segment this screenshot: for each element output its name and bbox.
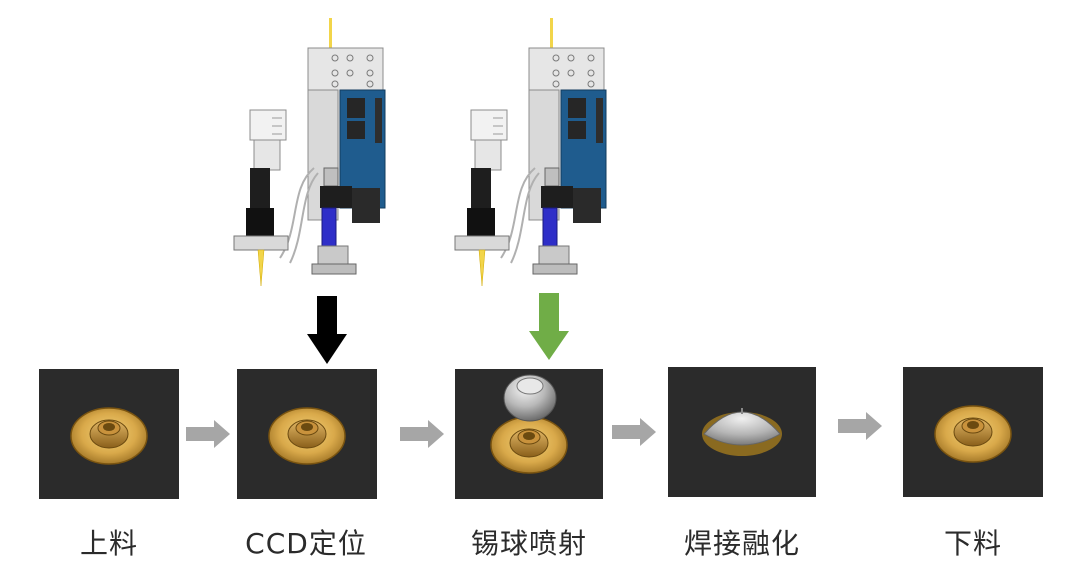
right-arrow-icon: [612, 418, 656, 446]
step-panel-melt: [668, 367, 816, 497]
laser-solder-head-1: [233, 17, 386, 287]
step-panel-ccd: [237, 369, 377, 499]
step-label-unloading: 下料: [943, 527, 1003, 560]
step-label-ccd: CCD定位: [245, 527, 367, 560]
laser-solder-head-2: [454, 17, 607, 287]
step-panel-loading: [39, 369, 179, 499]
step-label-melt: 焊接融化: [683, 527, 801, 560]
solder-ball-icon: [503, 374, 557, 422]
right-arrow-icon: [838, 412, 882, 440]
right-arrow-icon: [400, 420, 444, 448]
step-panel-unloading: [903, 367, 1043, 497]
step-panel-jet: [455, 369, 603, 499]
down-arrow-icon: [307, 296, 347, 364]
down-arrow-icon: [529, 293, 569, 360]
solder-dome-icon: [702, 408, 782, 456]
step-label-jet: 锡球喷射: [470, 527, 588, 560]
step-label-loading: 上料: [79, 527, 139, 560]
right-arrow-icon: [186, 420, 230, 448]
